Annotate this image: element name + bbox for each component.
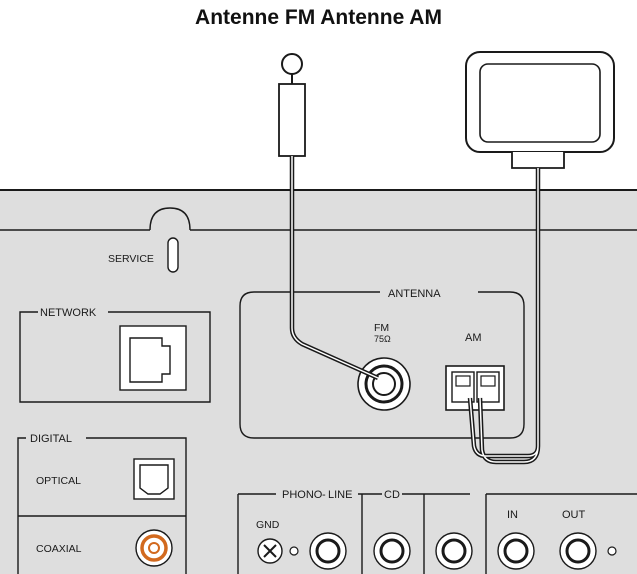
am-label: AM xyxy=(465,332,482,344)
network-frame xyxy=(19,311,211,403)
am-antenna-cable-inner xyxy=(469,168,539,463)
phono-jack-ring xyxy=(315,538,341,564)
line-label: LINE xyxy=(328,489,352,501)
am-terminal-slot-left xyxy=(455,375,471,387)
cd-label: CD xyxy=(384,489,400,501)
in-label: IN xyxy=(507,509,518,521)
network-label: NETWORK xyxy=(40,307,97,319)
fm-antenna-cable-inner xyxy=(291,156,379,379)
optical-label: OPTICAL xyxy=(36,475,81,487)
out-small-dot xyxy=(607,546,617,556)
am-terminal-slot-right xyxy=(480,375,496,387)
phono-label: PHONO xyxy=(282,489,323,501)
coaxial-jack-pin xyxy=(148,542,160,554)
fm-antenna-loop xyxy=(281,53,303,75)
network-port[interactable] xyxy=(129,337,171,383)
am-loop-antenna-inner xyxy=(479,63,601,143)
line-label-sep: - xyxy=(322,489,326,501)
in-jack-ring xyxy=(503,538,529,564)
out-jack-ring xyxy=(565,538,591,564)
service-notch xyxy=(149,207,191,231)
diagram-title: Antenne FM Antenne AM xyxy=(195,6,442,29)
line-jack-ring xyxy=(379,538,405,564)
rear-panel xyxy=(0,190,637,574)
cd-jack-ring xyxy=(441,538,467,564)
optical-port[interactable] xyxy=(139,464,169,495)
fm-label: FM xyxy=(374,322,389,334)
gnd-small-dot xyxy=(289,546,299,556)
coaxial-label: COAXIAL xyxy=(36,543,82,555)
digital-frame xyxy=(17,437,187,574)
out-label: OUT xyxy=(562,509,586,521)
antenna-label: ANTENNA xyxy=(388,288,441,300)
fm-antenna-jack-core xyxy=(372,372,396,396)
antenna-frame xyxy=(239,291,525,439)
fm-antenna-plug xyxy=(278,83,306,157)
gnd-screw-cross xyxy=(263,544,277,558)
am-loop-antenna-stand xyxy=(511,152,565,169)
service-label: SERVICE xyxy=(108,253,154,265)
fm-impedance-label: 75Ω xyxy=(374,334,391,344)
digital-label: DIGITAL xyxy=(30,433,72,445)
gnd-label: GND xyxy=(256,519,280,531)
service-port[interactable] xyxy=(167,237,179,273)
